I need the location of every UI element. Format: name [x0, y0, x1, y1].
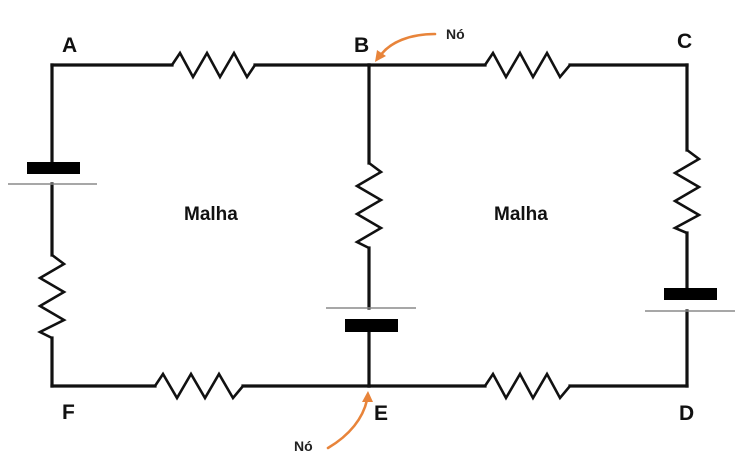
battery-middle-negative-plate: [345, 319, 398, 332]
node-label-a: A: [62, 34, 77, 57]
resistor-b-e: [354, 161, 384, 250]
node-label-b: B: [354, 34, 369, 57]
node-arrow-e-head-icon: [362, 391, 373, 402]
node-annotation-e: Nó: [294, 438, 313, 454]
resistor-f-e: [153, 371, 244, 401]
node-label-c: C: [677, 30, 692, 53]
node-label-f: F: [62, 401, 75, 424]
mesh-label-left: Malha: [184, 204, 238, 225]
mesh-label-right: Malha: [494, 204, 548, 225]
resistor-a-b: [170, 50, 257, 80]
node-label-e: E: [374, 402, 388, 425]
node-arrow-b: [378, 32, 437, 58]
battery-left-negative-plate: [27, 162, 80, 174]
battery-right-negative-plate: [664, 288, 717, 300]
node-annotation-b: Nó: [446, 26, 465, 42]
node-label-d: D: [679, 402, 694, 425]
resistor-e-d: [483, 371, 571, 401]
node-arrow-e: [326, 398, 369, 450]
resistor-c-d: [671, 148, 702, 235]
resistor-f-a: [37, 253, 67, 340]
node-arrow-b-head-icon: [375, 50, 386, 62]
resistor-b-c: [483, 50, 571, 80]
